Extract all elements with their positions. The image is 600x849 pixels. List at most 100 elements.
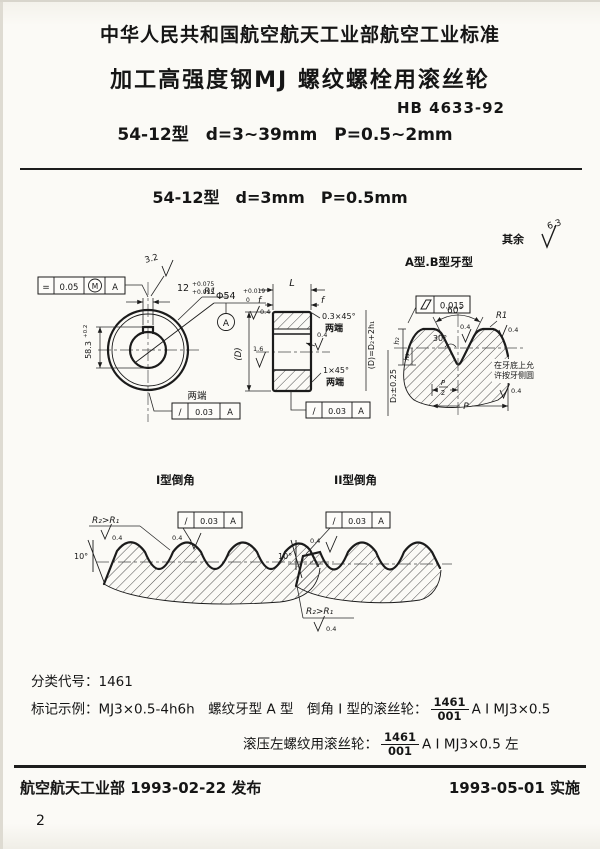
relief-dims: f f: [258, 296, 326, 308]
left-thread-label: 滚压左螺纹用滚丝轮：: [243, 736, 378, 753]
svg-text:0.4: 0.4: [112, 534, 122, 542]
svg-text:1×45°: 1×45°: [323, 366, 349, 375]
class-code-line: 分类代号：1461: [31, 670, 133, 690]
svg-text:两端: 两端: [325, 322, 343, 334]
implement-line: 1993-05-01 实施: [448, 779, 580, 797]
marking-example-label: 标记示例：MJ3×0.5-4h6h 螺纹牙型 A 型 倒角 I 型的滚丝轮：: [31, 701, 428, 718]
svg-text:R1: R1: [496, 311, 507, 321]
svg-text:60°: 60°: [447, 306, 463, 316]
svg-text:0.03: 0.03: [200, 517, 218, 526]
keyway-width-dim: 12 +0.075 +0.035: [126, 281, 214, 325]
roughness-check-icon: [100, 523, 112, 541]
thread-root-circle: [111, 313, 185, 387]
svg-text:Φ54: Φ54: [216, 291, 236, 302]
section-runout-fcf: / 0.03 A: [290, 391, 371, 419]
class-code-label: 分类代号：: [31, 674, 99, 690]
issue-line: 航空航天工业部 1993-02-22 发布: [20, 779, 262, 797]
thread-profile-view: A型.B型牙型 0.015 60°: [393, 255, 542, 418]
datum-a-label: A: [223, 319, 230, 329]
section-view: L f f 0.3×45° 两端 1×45° 两端: [234, 278, 398, 419]
svg-text:A: A: [112, 283, 118, 293]
svg-text:(D): (D): [234, 347, 244, 360]
svg-text:10°: 10°: [74, 552, 88, 561]
keyway-roughness: 3.2: [144, 253, 174, 297]
svg-text:+0.2: +0.2: [83, 325, 89, 338]
chamfer2-crest-roughness: 0.4: [310, 535, 338, 554]
chamfer2-body-outline: [295, 569, 442, 604]
section-outline: [271, 310, 313, 393]
chamfer1-angle: 10°: [74, 539, 105, 583]
svg-text:2: 2: [441, 389, 445, 397]
roughness-check-icon: [255, 351, 266, 369]
front-view: = 0.05 M A 3.2 12 +0.075 +0.: [37, 253, 270, 422]
mmc-modifier: M: [92, 282, 98, 291]
svg-text:P: P: [441, 379, 446, 387]
class-code-value: 1461: [98, 674, 133, 690]
standard-org-line: 中华人民共和国航空航天工业部航空工业标准: [99, 24, 500, 46]
roughness-check-icon: [325, 535, 338, 554]
root-note: 在牙底上允 许按牙侧圆 0.4: [492, 359, 542, 400]
half-angle-dim: 30°: [433, 334, 457, 348]
tooth-body-outline: [403, 355, 511, 408]
face-roughness-flag: 0.4: [305, 331, 327, 352]
svg-text:+0.075: +0.075: [192, 281, 214, 288]
ends-label: 两端: [187, 390, 207, 402]
svg-text:0.03: 0.03: [195, 408, 213, 417]
svg-text:+0.035: +0.035: [192, 289, 214, 296]
od-formula: (D)=D₂+2h₁: [367, 321, 376, 370]
surface-rest-label: 其余: [502, 232, 525, 246]
roughness-check-icon: [498, 324, 508, 339]
svg-text:A: A: [230, 517, 236, 527]
svg-text:0.4: 0.4: [460, 323, 470, 331]
chamfer1-thread-profile: [102, 541, 320, 586]
svg-text:1.6: 1.6: [253, 345, 263, 353]
svg-text:12: 12: [177, 283, 189, 294]
profile-title: A型.B型牙型: [405, 255, 474, 269]
svg-text:A: A: [227, 408, 233, 418]
header-divider: [20, 168, 582, 170]
pitch-dims: P 2 P: [431, 370, 509, 412]
svg-text:f: f: [258, 296, 263, 306]
roughness-check-icon: [461, 328, 472, 344]
roughness-check-icon: [249, 305, 260, 321]
svg-text:0.015: 0.015: [440, 302, 464, 312]
bore-dim-leader: [135, 302, 215, 363]
bottom-chamfer-callout: 1×45° 两端: [311, 366, 349, 388]
svg-text:30°: 30°: [433, 334, 447, 343]
datum-balloon: [217, 313, 235, 331]
svg-text:h₁: h₁: [403, 353, 411, 360]
page-number: 2: [36, 813, 45, 829]
chamfer1-title: I型倒角: [156, 473, 195, 487]
svg-text:R1: R1: [204, 287, 216, 297]
chamfer2-title: II型倒角: [334, 473, 377, 487]
runout-symbol: /: [178, 408, 182, 418]
symmetry-fcf: = 0.05 M A: [37, 276, 149, 298]
svg-text:0.4: 0.4: [310, 537, 320, 545]
runout-symbol: /: [184, 517, 188, 527]
svg-text:+0.019: +0.019: [243, 288, 265, 295]
svg-text:0.03: 0.03: [328, 407, 346, 416]
svg-text:R₂>R₁: R₂>R₁: [306, 607, 334, 617]
od-dim: (D): [234, 311, 271, 392]
svg-text:许按牙侧圆: 许按牙侧圆: [494, 370, 534, 380]
svg-text:R₂>R₁: R₂>R₁: [92, 516, 120, 526]
page-title: 加工高强度钢MJ 螺纹螺栓用滚丝轮: [110, 68, 490, 93]
standard-number: HB 4633-92: [396, 99, 505, 117]
end-face-runout-fcf: 两端 / 0.03 A: [148, 390, 241, 420]
svg-text:h₂: h₂: [393, 337, 401, 344]
chamfer2-body-hatch: [296, 542, 441, 603]
tooth-height-dims: h₂ h₁: [393, 328, 416, 366]
chamfer-type2-view: II型倒角 / 0.03 A 0.4 10°: [278, 473, 452, 633]
tooth-body-hatch: [403, 329, 510, 408]
svg-text:P: P: [463, 402, 469, 412]
svg-text:A: A: [378, 517, 384, 527]
svg-text:3.2: 3.2: [144, 253, 160, 266]
chamfer-type1-view: I型倒角 R₂>R₁ 0.4 / 0.03 A 0.4: [74, 473, 334, 605]
svg-text:0.4: 0.4: [172, 534, 182, 542]
svg-text:A: A: [358, 407, 364, 417]
keyway-depth-dim: 58.3 +0.2: [83, 325, 148, 369]
svg-text:两端: 两端: [326, 376, 344, 388]
left-thread-code: A I MJ3×0.5 左: [422, 736, 519, 753]
